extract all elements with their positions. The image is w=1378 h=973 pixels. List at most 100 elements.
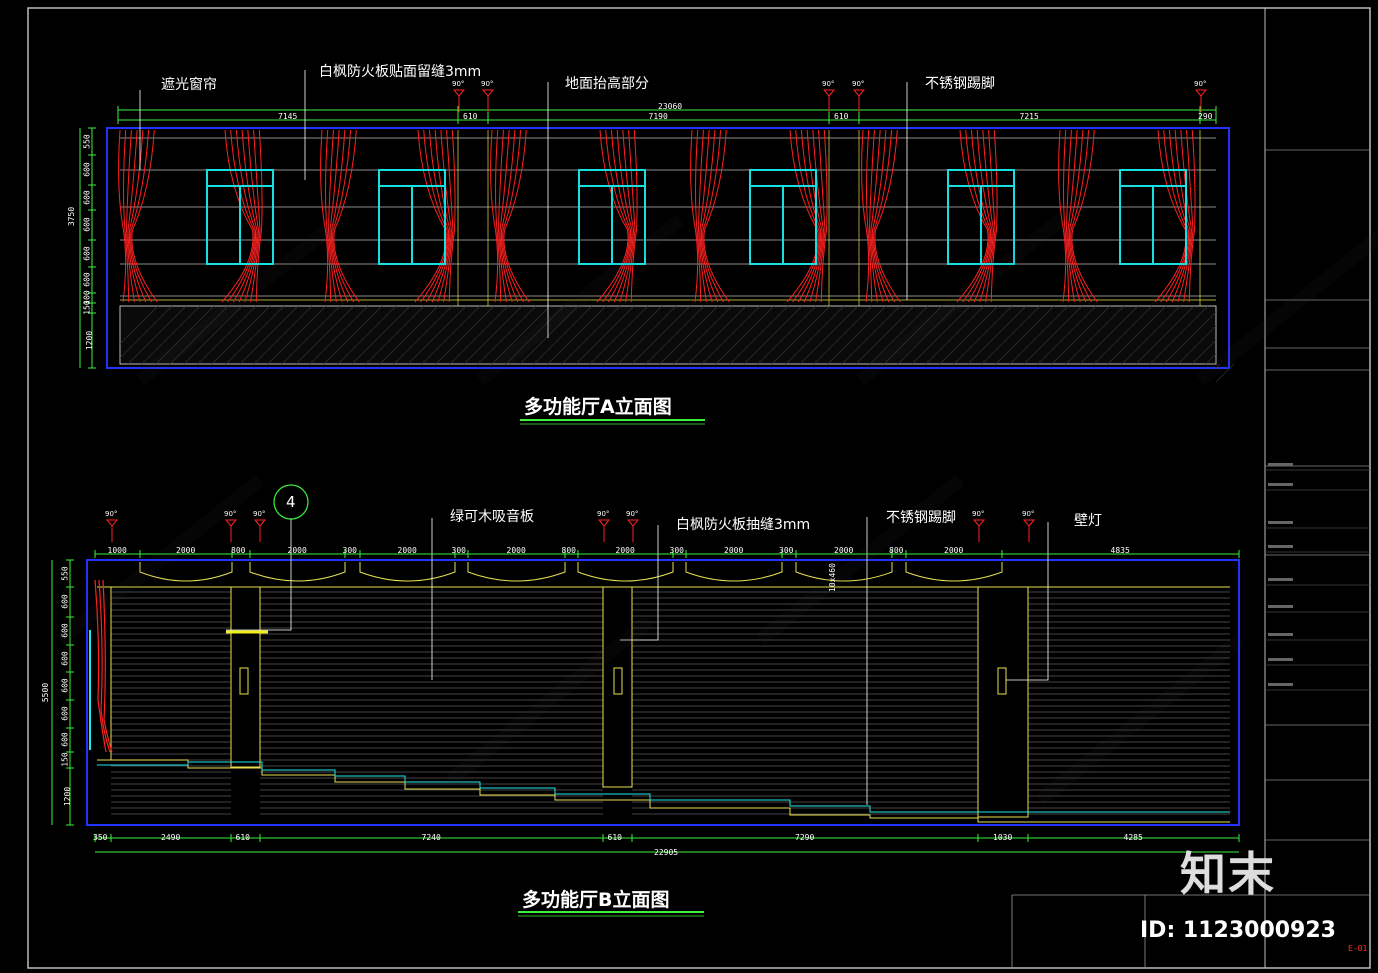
curtain-fold [792, 129, 820, 303]
floor-hatch-line [813, 305, 873, 365]
curtain-fold [125, 129, 135, 303]
curtain-fold [985, 129, 996, 303]
floor-hatch-line [295, 305, 355, 365]
floor-hatch-line [869, 305, 929, 365]
dim-label-top-b: 4835 [1110, 546, 1130, 555]
watermark-stripe [755, 474, 965, 646]
floor-hatch-line [183, 305, 243, 365]
light-b-head [597, 519, 611, 527]
curtain-fold [127, 129, 141, 303]
curtain-fold [244, 129, 260, 303]
floor-hatch-line [743, 305, 803, 365]
curtain-fold [820, 129, 828, 303]
dim-label-left-a: 550 [82, 133, 92, 149]
dim-label-left-a: 1200 [85, 330, 95, 350]
floor-hatch-line [127, 305, 187, 365]
overall-dimension-b: 22905 [654, 848, 679, 857]
label-steel-kick-a: 不锈钢踢脚 [925, 76, 995, 92]
title-block-text-stub [1268, 545, 1293, 548]
floor-hatch-line [1107, 305, 1167, 365]
light-b-head [972, 519, 986, 527]
floor-hatch-line [883, 305, 943, 365]
curtain-fold [803, 129, 823, 303]
floor-hatch-line [1037, 305, 1097, 365]
floor-hatch-line [449, 305, 509, 365]
curtain-fold [967, 129, 992, 303]
height-total-a: 3750 [67, 206, 77, 227]
dim-label-left-b: 150 [60, 752, 70, 767]
floor-hatch-line [939, 305, 999, 365]
watermark-stripe [55, 474, 265, 646]
drawing-number: E-01 [1348, 944, 1368, 953]
curtain-fold [502, 129, 525, 303]
light-a-angle: 90° [852, 80, 864, 88]
curtain-track-arch [905, 562, 1003, 582]
floor-hatch-line [589, 305, 649, 365]
curtain-fold [702, 129, 725, 303]
floor-hatch-line [953, 305, 1013, 365]
curtain-track-arch [467, 562, 566, 582]
curtain-fold [613, 129, 633, 303]
curtain-track-arch [577, 562, 674, 582]
floor-hatch-line [253, 305, 313, 365]
floor-hatch-line [155, 305, 215, 365]
dim-label-left-b: 600 [60, 594, 70, 609]
curtain-fold [495, 129, 502, 303]
title-block-text-stub [1268, 521, 1293, 524]
floor-hatch-line [659, 305, 719, 365]
watermark-stripe [475, 214, 685, 386]
dim-label-top-b: 2000 [287, 546, 307, 555]
height-total-b: 5500 [41, 682, 51, 703]
floor-hatch-line [505, 305, 565, 365]
floor-hatch-line [379, 305, 439, 365]
light-a-angle: 90° [1194, 80, 1206, 88]
light-a-head [822, 89, 836, 97]
curtain-fold [703, 129, 730, 303]
floor-hatch-line [351, 305, 411, 365]
floor-hatch-line [729, 305, 789, 365]
floor-hatch-line [1051, 305, 1111, 365]
dim-label-top-b: 300 [342, 546, 357, 555]
curtain-fold [118, 129, 127, 303]
curtain-fold [327, 129, 337, 303]
curtain-fold [602, 129, 630, 303]
floor-hatch-line [141, 305, 201, 365]
curtain-track-arch [685, 562, 783, 582]
floor-hatch-line [239, 305, 299, 365]
floor-hatch-line [785, 305, 845, 365]
curtain-fold [1188, 129, 1196, 303]
floor-hatch-line [1149, 305, 1209, 365]
label-steel-kick-b: 不锈钢踢脚 [886, 510, 956, 526]
dim-label-top-b: 300 [669, 546, 684, 555]
title-block-text-stub [1268, 578, 1293, 581]
dim-label-top-a: 610 [463, 112, 478, 121]
curtain-fold [497, 129, 507, 303]
dim-label-left-a: 600 [82, 217, 92, 232]
light-b-angle: 90° [597, 510, 609, 518]
curtain-fold [431, 129, 451, 303]
light-b-angle: 90° [105, 510, 117, 518]
curtain-fold [238, 129, 258, 303]
floor-hatch-line [1023, 305, 1083, 365]
floor-hatch-line [1205, 353, 1217, 365]
curtain-fold [499, 129, 513, 303]
floor-hatch-line [673, 305, 733, 365]
curtain-fold [797, 129, 822, 303]
curtain-track-arch [139, 562, 233, 582]
curtain-fold [131, 129, 158, 303]
curtain-fold [250, 129, 261, 303]
light-b-head [105, 519, 119, 527]
label-fireproof-board-b: 白枫防火板抽缝3mm [676, 517, 811, 533]
floor-hatch-line [1215, 363, 1235, 383]
watermark-stripe [855, 214, 1065, 386]
curtain-fold [630, 129, 638, 303]
light-b-head [1022, 519, 1036, 527]
curtain-fold [420, 129, 448, 303]
floor-hatch-line [519, 305, 579, 365]
curtain-fold [320, 129, 329, 303]
dim-label-top-a: 7190 [648, 112, 668, 121]
floor-hatch-line [225, 305, 285, 365]
floor-hatch-line [197, 305, 257, 365]
curtain-fold [1171, 129, 1191, 303]
floor-hatch-line [211, 305, 271, 365]
